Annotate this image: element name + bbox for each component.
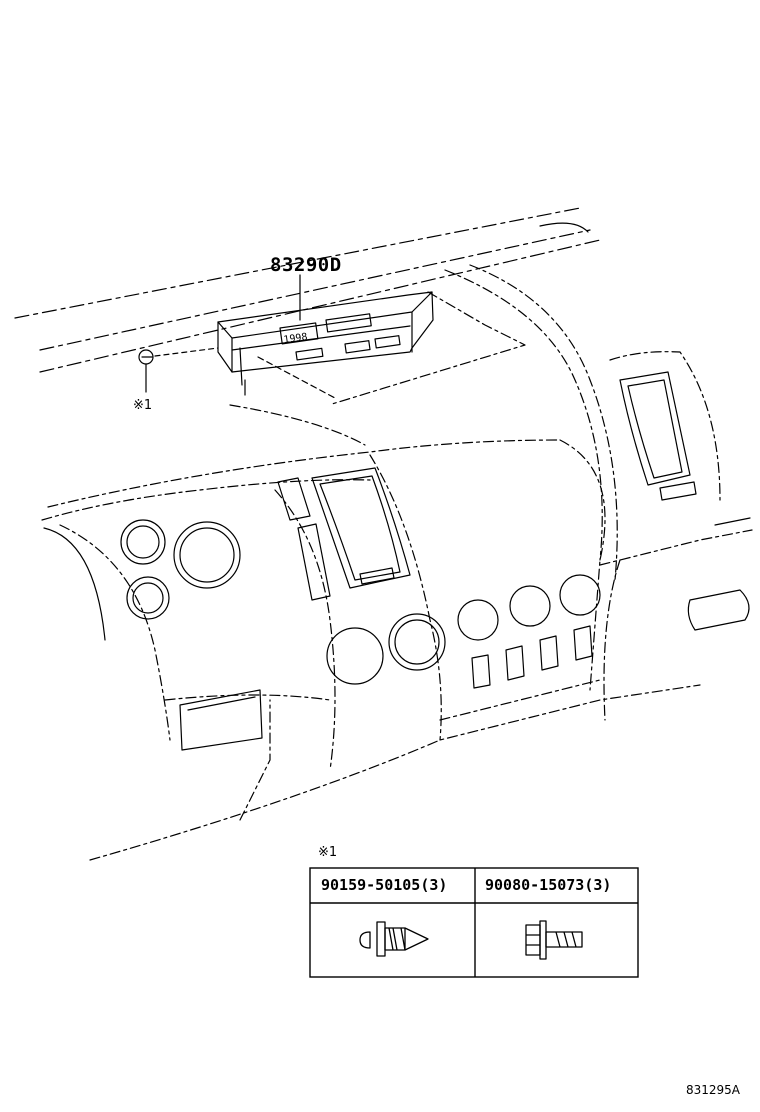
passenger-panel xyxy=(599,351,753,721)
fastener-cell-2-title: 90080-15073(3) xyxy=(485,876,611,894)
instrument-panel xyxy=(41,439,701,861)
diagram-id: 831295A xyxy=(686,1083,741,1097)
gauge-cluster xyxy=(120,519,241,620)
console-top xyxy=(229,264,618,581)
svg-text:1998: 1998 xyxy=(283,332,308,346)
control-switches xyxy=(457,574,601,689)
part-number-label: 83290D xyxy=(270,254,342,276)
fastener-part-number: 90080-15073 xyxy=(485,876,585,894)
screw-reference-mark: ※1 xyxy=(133,398,153,413)
hex-flange-bolt-icon xyxy=(525,920,583,960)
table-reference-mark: ※1 xyxy=(318,845,338,860)
fastener-quantity: (3) xyxy=(420,876,448,894)
clock-display-unit: 1998 xyxy=(217,291,434,399)
fastener-part-number: 90159-50105 xyxy=(321,876,421,894)
fastener-table xyxy=(309,867,639,978)
fastener-quantity: (3) xyxy=(584,876,612,894)
center-vents xyxy=(277,467,411,601)
windshield-lines xyxy=(14,207,601,373)
center-knobs xyxy=(326,613,446,685)
screw-fastener xyxy=(138,347,219,393)
lower-left-vent xyxy=(179,689,263,751)
fastener-cell-1-title: 90159-50105(3) xyxy=(321,876,447,894)
tapping-screw-icon xyxy=(359,921,429,957)
